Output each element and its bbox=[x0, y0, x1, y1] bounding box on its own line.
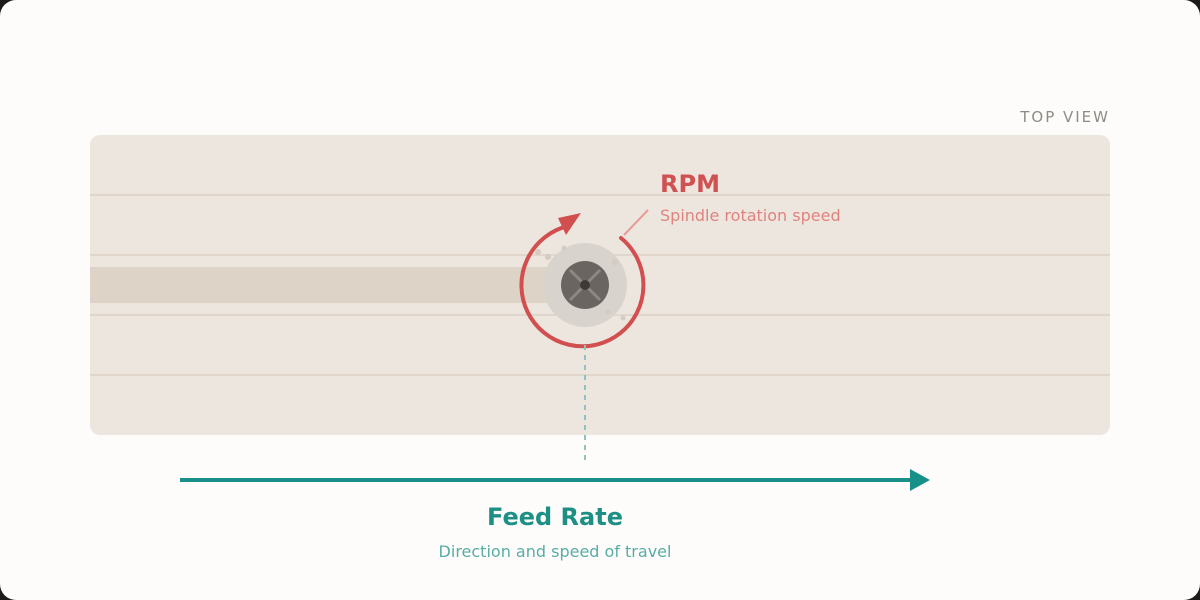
feed-rate-title: Feed Rate bbox=[487, 503, 623, 531]
rpm-subtitle: Spindle rotation speed bbox=[660, 206, 841, 225]
rpm-leader-line bbox=[623, 209, 649, 236]
cut-path bbox=[90, 267, 585, 303]
feed-direction-arrow-icon bbox=[180, 469, 930, 491]
view-label: TOP VIEW bbox=[1020, 108, 1110, 126]
rpm-title: RPM bbox=[660, 170, 720, 198]
chips bbox=[535, 245, 626, 321]
endmill-tool-icon bbox=[561, 261, 609, 309]
rotation-arrow-icon bbox=[519, 213, 646, 349]
feed-rate-subtitle: Direction and speed of travel bbox=[438, 542, 672, 561]
